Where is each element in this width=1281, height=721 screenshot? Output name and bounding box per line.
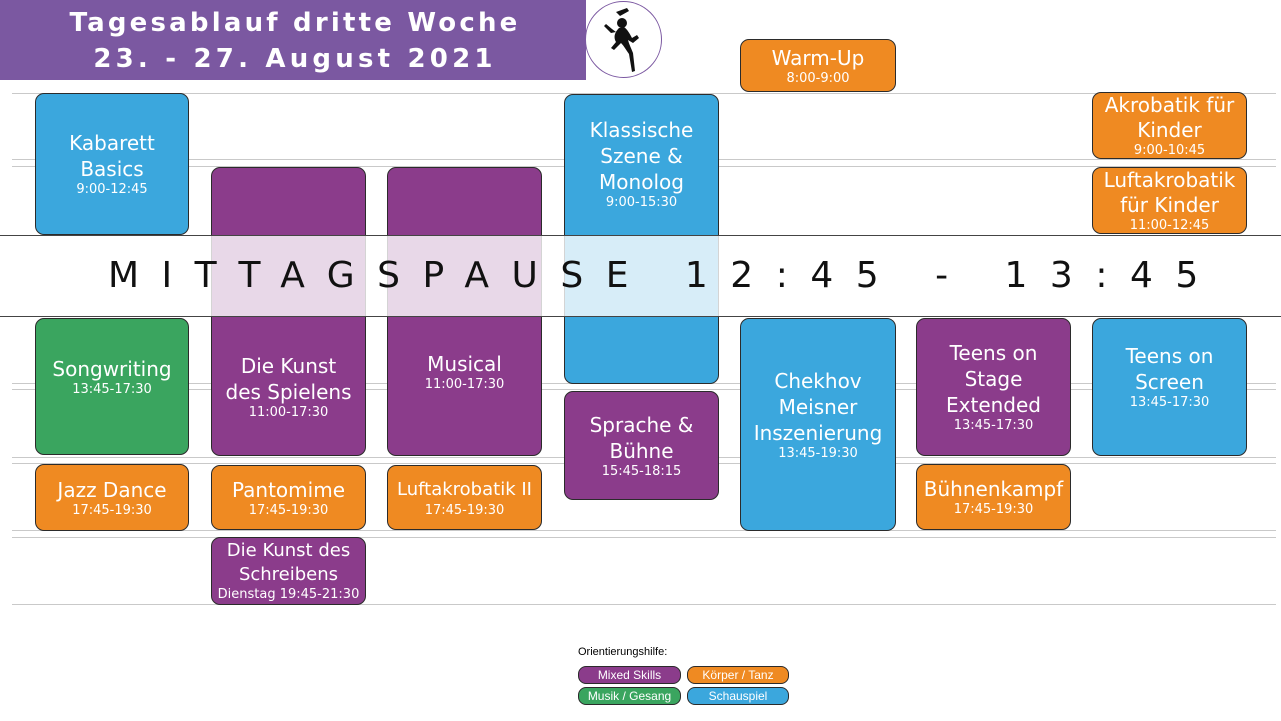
legend-mixed-skills: Mixed Skills [578, 666, 681, 684]
session-name: Musical [427, 351, 502, 376]
session-time: 13:45-17:30 [72, 381, 152, 397]
grid-line [12, 389, 1276, 390]
session-time: Dienstag 19:45-21:30 [217, 587, 360, 602]
session-time: 13:45-19:30 [778, 445, 858, 461]
session-time: 17:45-19:30 [72, 502, 152, 518]
session-time: 8:00-9:00 [786, 70, 850, 86]
grid-line [12, 604, 1276, 605]
lunch-break-label: MITTAGSPAUSE 12:45 - 13:45 [108, 255, 1221, 296]
session-pantomime[interactable]: Pantomime 17:45-19:30 [211, 465, 366, 530]
session-chekhov-meisner[interactable]: Chekhov Meisner Inszenierung 13:45-19:30 [740, 318, 896, 531]
session-teens-on-screen[interactable]: Teens on Screen 13:45-17:30 [1092, 318, 1247, 456]
session-name: Teens on Screen [1125, 344, 1214, 394]
session-time: 9:00-15:30 [605, 195, 678, 210]
session-name: Luftakrobatik für Kinder [1103, 167, 1236, 217]
session-sprache-buehne[interactable]: Sprache & Bühne 15:45-18:15 [564, 391, 719, 500]
session-time: 17:45-19:30 [953, 502, 1034, 517]
session-name: Sprache & Bühne [589, 412, 694, 463]
legend-koerper-tanz: Körper / Tanz [687, 666, 789, 684]
session-name: Teens on Stage Extended [946, 341, 1041, 417]
legend-title: Orientierungshilfe: [578, 646, 668, 658]
session-time: 13:45-17:30 [1129, 395, 1210, 410]
grid-line [12, 530, 1276, 531]
session-jazz-dance[interactable]: Jazz Dance 17:45-19:30 [35, 464, 189, 531]
session-name: Die Kunst des Spielens [225, 353, 352, 404]
session-name: Luftakrobatik II [397, 478, 532, 500]
session-name: Chekhov Meisner Inszenierung [753, 368, 883, 445]
session-name: Warm-Up [771, 45, 865, 70]
legend-schauspiel: Schauspiel [687, 687, 789, 705]
session-name: Die Kunst des Schreibens [226, 540, 351, 585]
session-buehnenkampf[interactable]: Bühnenkampf 17:45-19:30 [916, 464, 1071, 530]
grid-line [12, 93, 1276, 94]
grid-line [12, 537, 1276, 538]
session-name: Klassische Szene & Monolog [589, 118, 694, 194]
session-time: 11:00-17:30 [424, 376, 505, 392]
page-title: Tagesablauf dritte Woche [69, 8, 521, 38]
session-warm-up[interactable]: Warm-Up 8:00-9:00 [740, 39, 896, 92]
session-name: Songwriting [52, 356, 172, 381]
legend-musik-gesang: Musik / Gesang [578, 687, 681, 705]
header-banner: Tagesablauf dritte Woche 23. - 27. Augus… [0, 0, 586, 80]
session-akrobatik-kinder[interactable]: Akrobatik für Kinder 9:00-10:45 [1092, 92, 1247, 159]
session-songwriting[interactable]: Songwriting 13:45-17:30 [35, 318, 189, 455]
lunch-break-band [0, 235, 1281, 317]
session-name: Akrobatik für Kinder [1104, 92, 1235, 142]
session-name: Jazz Dance [57, 477, 167, 502]
session-name: Bühnenkampf [923, 477, 1064, 501]
page-subtitle: 23. - 27. August 2021 [93, 44, 497, 74]
session-time: 15:45-18:15 [601, 463, 682, 479]
session-teens-on-stage[interactable]: Teens on Stage Extended 13:45-17:30 [916, 318, 1071, 456]
session-luftakrobatik-ii[interactable]: Luftakrobatik II 17:45-19:30 [387, 465, 542, 530]
session-time: 17:45-19:30 [248, 502, 329, 518]
session-time: 17:45-19:30 [424, 502, 505, 518]
session-kunst-des-schreibens[interactable]: Die Kunst des Schreibens Dienstag 19:45-… [211, 537, 366, 605]
session-time: 9:00-10:45 [1133, 142, 1206, 158]
session-kabarett-basics[interactable]: Kabarett Basics 9:00-12:45 [35, 93, 189, 235]
session-time: 9:00-12:45 [76, 182, 148, 197]
session-luftakrobatik-kinder[interactable]: Luftakrobatik für Kinder 11:00-12:45 [1092, 167, 1247, 234]
dancer-silhouette-icon [585, 1, 662, 78]
session-name: Pantomime [232, 477, 345, 502]
session-name: Kabarett Basics [69, 131, 155, 181]
session-time: 13:45-17:30 [953, 418, 1034, 433]
session-time: 11:00-17:30 [248, 404, 329, 420]
session-time: 11:00-12:45 [1129, 217, 1210, 233]
